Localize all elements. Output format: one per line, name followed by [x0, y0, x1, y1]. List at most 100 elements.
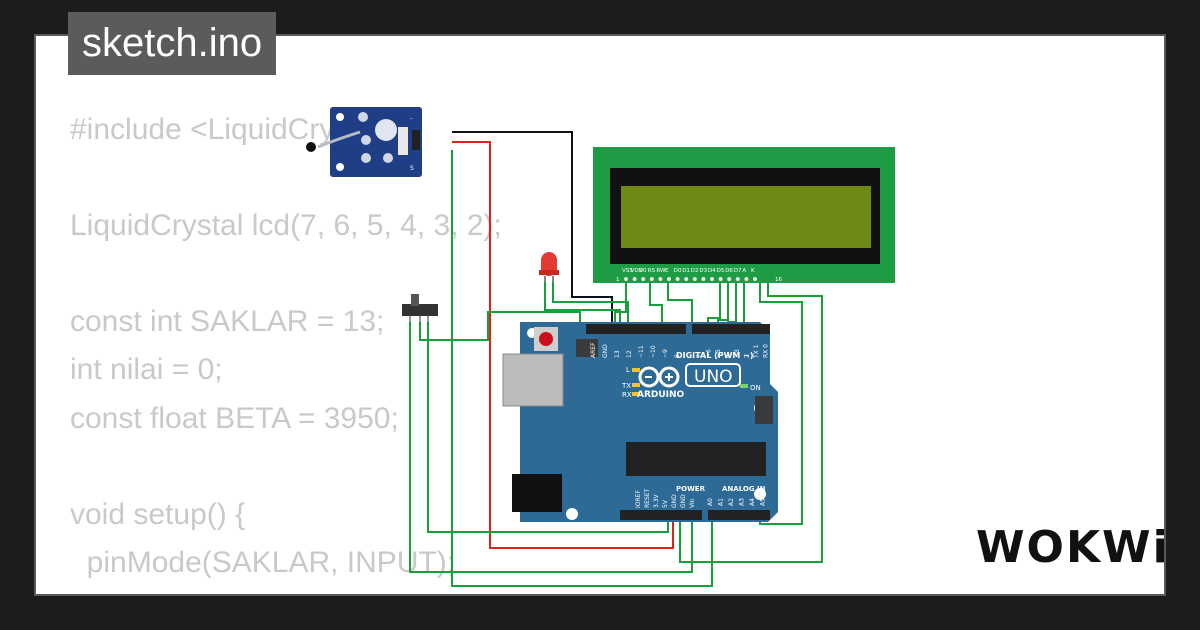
analog-header-label: ANALOG IN [722, 485, 766, 493]
lcd-pin[interactable] [658, 277, 663, 281]
icsp-header [576, 339, 598, 357]
lcd-pin[interactable] [667, 277, 671, 281]
thermistor-lead [317, 130, 361, 149]
digital-pin-label: ~10 [650, 345, 657, 358]
wire-switch-b [427, 318, 669, 533]
lcd-pin-label: D4 [708, 268, 716, 274]
wire-switch-a [409, 318, 693, 573]
digital-pin-label: GND [602, 344, 609, 358]
lcd-pin-label: D3 [699, 268, 707, 274]
digital-pin-label: 4 [725, 354, 732, 358]
lcd-pin[interactable] [632, 277, 637, 281]
wire-lcd-rs [649, 282, 663, 327]
lcd-pin-label: E [665, 268, 669, 274]
wire-lcd-e [667, 282, 693, 327]
switch-knob [411, 294, 419, 306]
board-brand-label: ARDUINO [637, 390, 685, 400]
code-line: int nilai = 0; [70, 353, 223, 387]
code-line: pinMode(13, OUTPUT); [70, 587, 502, 595]
code-line: pinMode(SAKLAR, INPUT); [70, 545, 456, 579]
digital-pin-label: ~3 [734, 349, 741, 358]
analog-header [708, 510, 770, 520]
lcd-pin[interactable] [718, 277, 723, 281]
board-mount-hole [754, 488, 766, 500]
lcd-pin-last: 16 [775, 277, 782, 283]
analog-pin-label: A3 [739, 498, 746, 506]
digital-pin-label: RX 0 [763, 344, 770, 358]
power-pin-label: GND [671, 494, 678, 508]
wire-black-gnd [452, 131, 613, 327]
lcd-pin-label: D5 [717, 268, 725, 274]
lcd-pin[interactable] [641, 277, 646, 281]
digital-pin-label: ~6 [706, 349, 713, 358]
code-line: const int SAKLAR = 13; [70, 305, 385, 339]
power-header [620, 510, 702, 520]
lcd-screen [621, 186, 871, 248]
power-header-label: POWER [676, 485, 706, 493]
wire-lcd-d6 [727, 282, 737, 327]
ntc-sensor-module[interactable]: - S [306, 107, 422, 177]
power-pin-label: IOREF [635, 490, 642, 508]
wire-sensor-signal [451, 150, 713, 587]
lcd-pin[interactable] [710, 277, 714, 281]
lcd-pin-label: V0 [639, 268, 647, 274]
code-line: void setup() { [70, 497, 246, 531]
sensor-hole [336, 163, 344, 171]
on-led-label: ON [750, 384, 761, 392]
digital-pin-label: 2 [744, 354, 751, 358]
sensor-pin-label-s: S [410, 165, 414, 172]
digital-pin-label: ~9 [662, 349, 669, 358]
code-line: LiquidCrystal lcd(7, 6, 5, 4, 3, 2); [70, 209, 502, 243]
lcd-pin[interactable] [692, 277, 697, 281]
wire-lcd-vss [614, 282, 627, 327]
red-led[interactable] [539, 252, 559, 282]
usb-port [502, 353, 564, 407]
lcd-pin-label: VSS [622, 268, 633, 274]
wires [409, 131, 823, 587]
code-editor: #include <LiquidCrystal.h>LiquidCrystal … [70, 106, 502, 595]
digital-pin-label: TX 1 [753, 344, 760, 359]
lcd-pin[interactable] [675, 277, 680, 281]
lcd-pin-label: RW [656, 268, 666, 274]
power-pin-label: 5V [662, 499, 669, 508]
digital-pin-label: ~11 [638, 345, 645, 358]
lcd-pin-label: VDD [631, 268, 643, 274]
arduino-infinity-logo-icon [638, 366, 680, 388]
lcd-pin[interactable] [735, 277, 740, 281]
file-tab-title-overlay[interactable]: sketch.ino [68, 12, 277, 75]
lcd-pin[interactable] [624, 277, 628, 281]
lcd-pin[interactable] [727, 277, 732, 281]
lcd-pin[interactable] [649, 277, 654, 281]
wire-lcd-k [679, 282, 823, 563]
analog-pin-label: A2 [728, 498, 735, 506]
sensor-board [330, 107, 422, 177]
wire-lcd-a [759, 282, 803, 525]
wire-red-5v [452, 141, 674, 549]
sensor-hole [336, 113, 344, 121]
lcd-pin-label: D2 [691, 268, 699, 274]
power-pin-label: 3.3V [653, 493, 660, 508]
lcd-pin[interactable] [753, 277, 757, 281]
led-label-tx: TX [621, 382, 631, 390]
reset-button[interactable] [539, 332, 553, 346]
power-pin-label: RESET [644, 488, 651, 508]
wire-lcd-d7 [737, 282, 745, 327]
lcd-pin[interactable] [701, 277, 706, 281]
slide-switch[interactable] [402, 294, 438, 322]
lcd-pin-label: D7 [734, 268, 742, 274]
analog-pin-label: A0 [707, 498, 714, 506]
board-mount-hole [566, 508, 578, 520]
digital-pin-label: ~5 [715, 349, 722, 358]
lcd-pin[interactable] [744, 277, 749, 281]
digital-pin-label: 13 [614, 350, 621, 358]
atmega-chip [626, 442, 766, 476]
power-jack [512, 474, 562, 512]
wire-led-anode [544, 278, 621, 327]
analog-pin-label: A5 [760, 498, 767, 506]
lcd-pin[interactable] [684, 277, 689, 281]
